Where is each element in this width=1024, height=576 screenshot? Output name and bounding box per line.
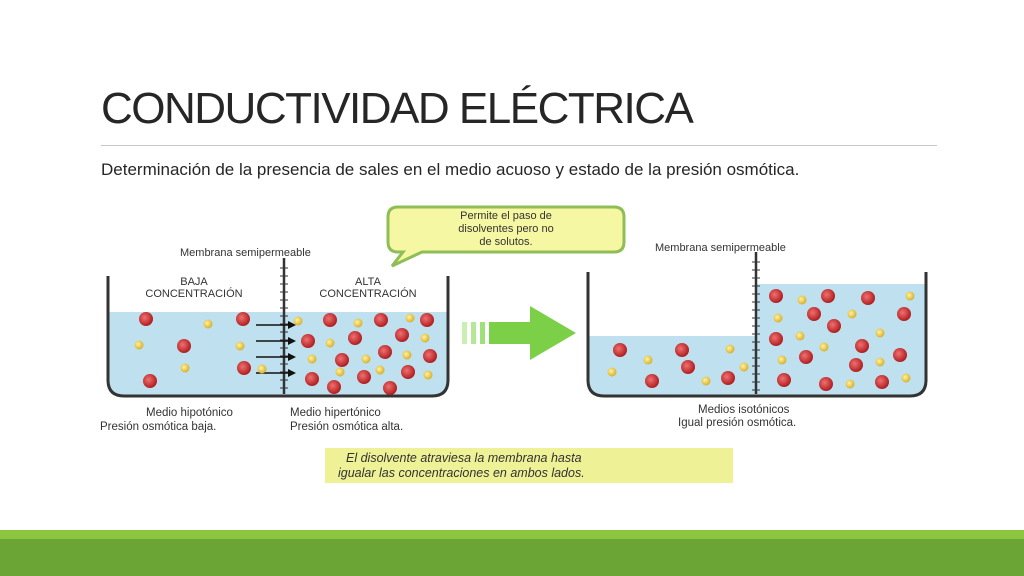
beaker-left: Membrana semipermeable BAJA CONCENTRACIÓ… [100,247,450,433]
callout-line-3: de solutos. [479,236,532,248]
right-membrane-label: Membrana semipermeable [655,242,786,254]
slide-title: CONDUCTIVIDAD ELÉCTRICA [101,84,694,133]
footer-band-dark [0,539,1024,576]
isotonic-right-solutes [769,289,915,391]
left-caption-1: Medio hipotónico [146,407,233,419]
bottom-note-line-2: igualar las concentraciones en ambos lad… [338,466,585,480]
beaker-right: Membrana semipermeable [586,242,928,429]
high-side-solutes [293,313,437,395]
left-caption-2: Presión osmótica baja. [100,421,216,433]
right-caption-2: Presión osmótica alta. [290,421,403,433]
isotonic-caption-1: Medios isotónicos [698,404,790,416]
bottom-note: El disolvente atraviesa la membrana hast… [325,448,733,483]
right-caption-1: Medio hipertónico [290,407,381,419]
high-concentration-label-2: CONCENTRACIÓN [319,287,416,300]
transition-arrow [462,306,576,360]
flow-arrows [256,321,296,377]
high-concentration-label-1: ALTA [355,276,382,288]
bottom-note-line-1: El disolvente atraviesa la membrana hast… [346,451,582,465]
callout-line-1: Permite el paso de [460,210,552,222]
isotonic-left-solutes [607,343,749,388]
callout-line-2: disolventes pero no [458,223,553,235]
left-membrane-label: Membrana semipermeable [180,247,311,259]
title-divider [101,145,937,146]
slide-subtitle: Determinación de la presencia de sales e… [101,160,800,179]
low-side-solutes [134,312,267,388]
callout-bubble: Permite el paso de disolventes pero no d… [386,205,626,268]
isotonic-caption-2: Igual presión osmótica. [678,417,796,429]
footer-band-light [0,530,1024,539]
low-concentration-label-2: CONCENTRACIÓN [145,287,242,300]
low-concentration-label-1: BAJA [180,276,208,288]
